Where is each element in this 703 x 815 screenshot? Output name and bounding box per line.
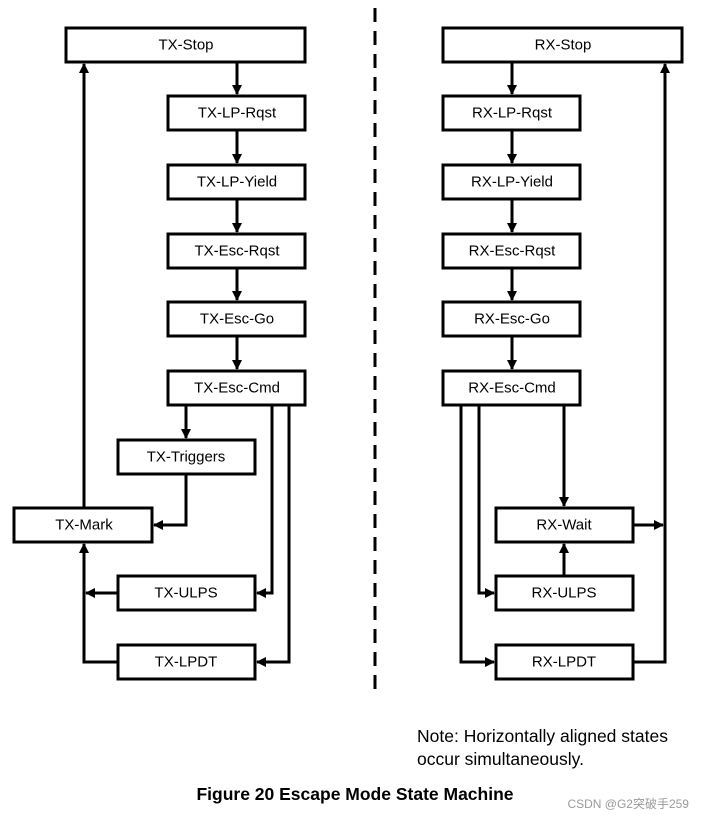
rx-lpdt-state: RX-LPDT (494, 643, 635, 681)
figure-caption: Figure 20 Escape Mode State Machine (196, 784, 514, 804)
note-line-1: Note: Horizontally aligned states (417, 726, 668, 746)
tx-lp-rqst-state: TX-LP-Rqst (166, 94, 307, 132)
watermark: CSDN @G2突破手259 (567, 797, 689, 811)
rx-esc-go-state: RX-Esc-Go (441, 300, 582, 338)
state-label: RX-Wait (536, 517, 592, 534)
tx-ulps-state: TX-ULPS (116, 574, 257, 612)
state-label: TX-Esc-Go (200, 311, 274, 328)
state-label: RX-Esc-Cmd (468, 380, 556, 397)
state-label: TX-Mark (55, 517, 113, 534)
state-label: RX-Stop (535, 37, 592, 54)
state-label: RX-LP-Yield (471, 174, 553, 191)
state-label: TX-LP-Rqst (198, 105, 277, 122)
tx-triggers-state: TX-Triggers (116, 438, 257, 476)
state-label: RX-LPDT (532, 654, 596, 671)
tx-stop-state: TX-Stop (64, 26, 307, 64)
state-label: TX-Stop (158, 37, 213, 54)
note-line-2: occur simultaneously. (417, 749, 584, 769)
tx-esc-cmd-state: TX-Esc-Cmd (166, 369, 307, 407)
rx-esc-rqst-state: RX-Esc-Rqst (441, 232, 582, 270)
state-label: TX-LPDT (155, 654, 218, 671)
state-label: RX-LP-Rqst (472, 105, 553, 122)
state-label: TX-ULPS (154, 585, 217, 602)
tx-esc-go-state: TX-Esc-Go (166, 300, 307, 338)
state-label: TX-Triggers (147, 449, 226, 466)
rx-esc-cmd-state: RX-Esc-Cmd (441, 369, 582, 407)
tx-mark-state: TX-Mark (12, 506, 154, 544)
state-label: RX-ULPS (531, 585, 596, 602)
rx-connectors (459, 62, 670, 667)
rx-lp-yield-state: RX-LP-Yield (441, 163, 582, 201)
tx-lp-yield-state: TX-LP-Yield (166, 163, 307, 201)
rx-wait-state: RX-Wait (494, 506, 635, 544)
state-label: RX-Esc-Go (474, 311, 550, 328)
state-label: RX-Esc-Rqst (469, 243, 557, 260)
state-label: TX-Esc-Cmd (194, 380, 280, 397)
tx-esc-rqst-state: TX-Esc-Rqst (166, 232, 307, 270)
tx-lpdt-state: TX-LPDT (116, 643, 257, 681)
state-label: TX-LP-Yield (197, 174, 277, 191)
state-label: TX-Esc-Rqst (194, 243, 280, 260)
rx-stop-state: RX-Stop (441, 26, 684, 64)
tx-connectors (79, 62, 291, 667)
rx-ulps-state: RX-ULPS (494, 574, 635, 612)
rx-lp-rqst-state: RX-LP-Rqst (441, 94, 582, 132)
